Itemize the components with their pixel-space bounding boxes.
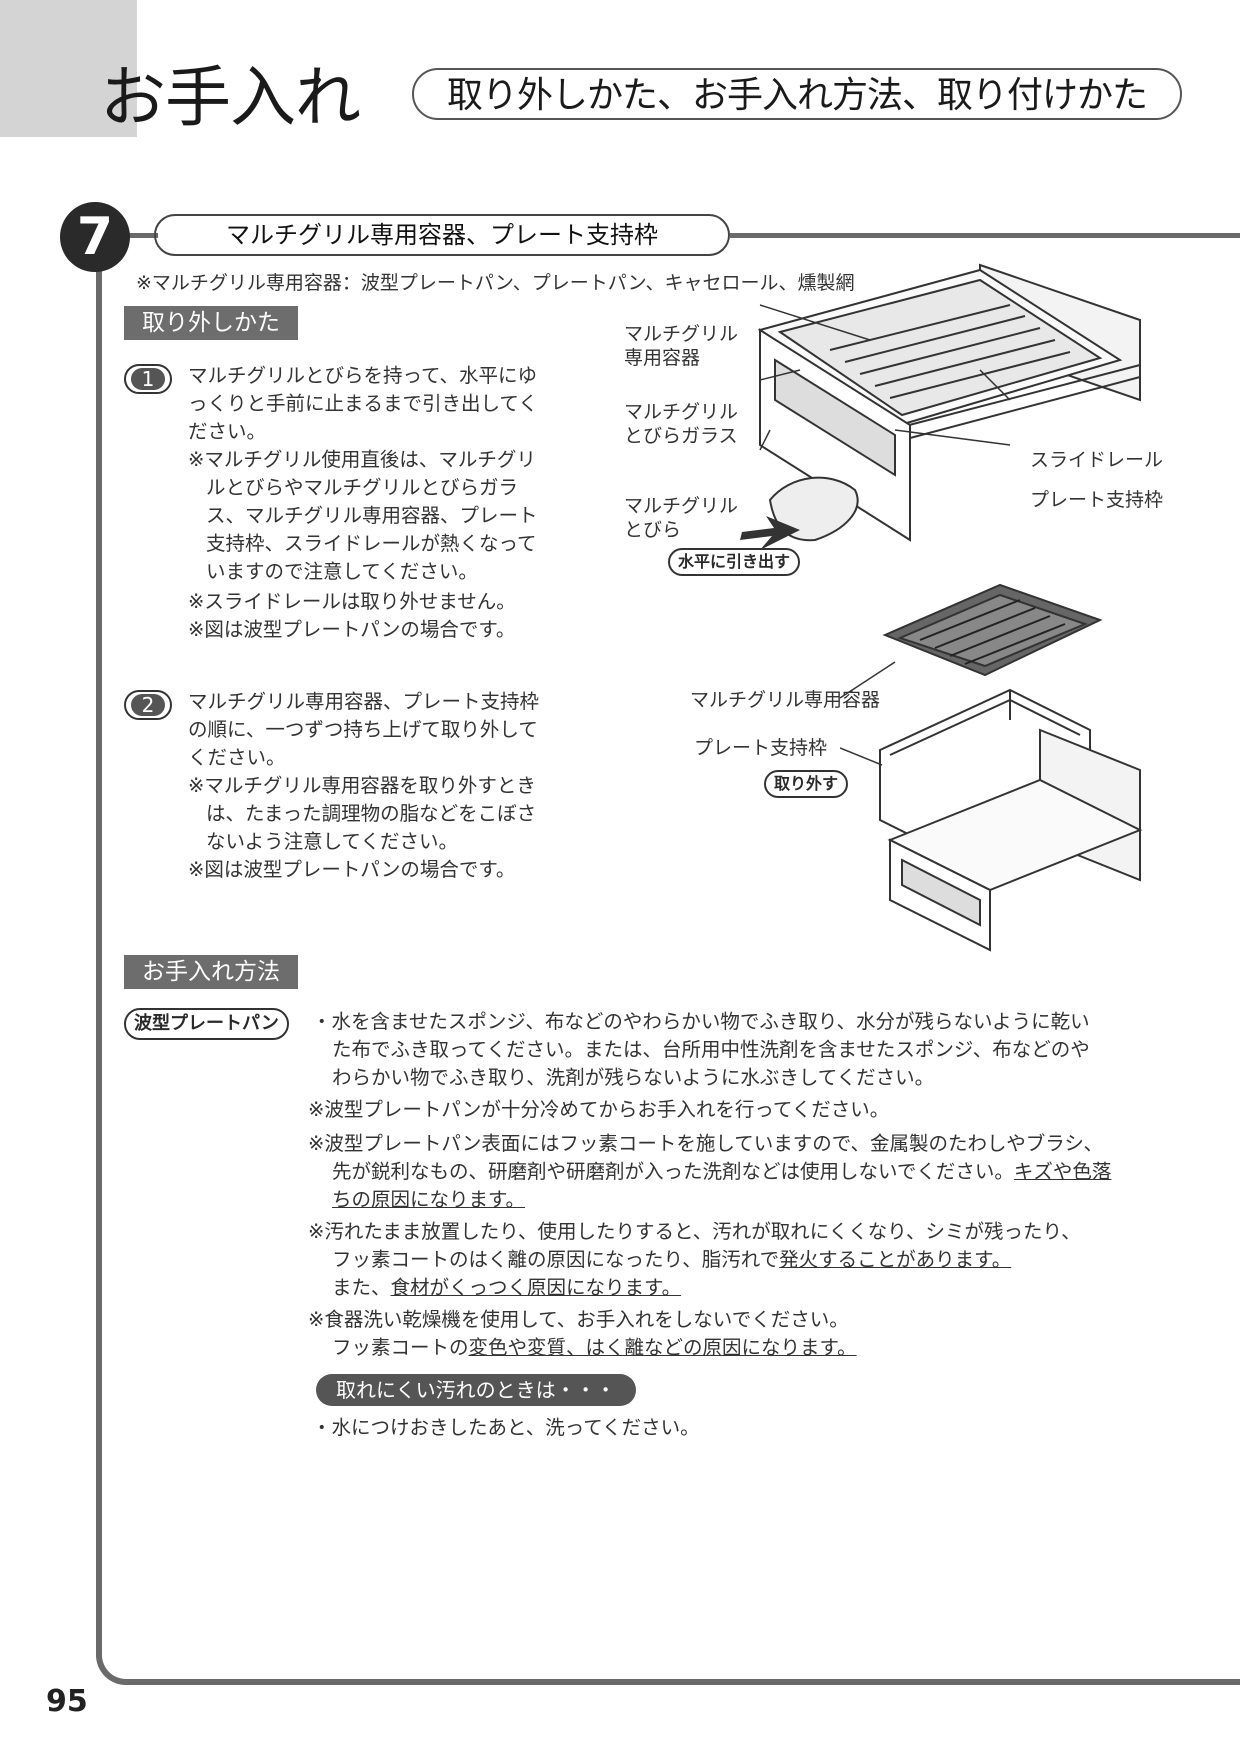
care-note-fluorine: ※波型プレートパン表面にはフッ素コートを施していますので、金属製のたわしやブラシ… <box>308 1132 1112 1211</box>
callout-slide-rail: スライドレール <box>1030 449 1164 471</box>
step-2-note-figure: ※図は波型プレートパンの場合です。 <box>188 858 516 881</box>
step-2-note-grease: ※マルチグリル専用容器を取り外すとき は、たまった調理物の脂などをこぼさ ないよ… <box>188 774 537 853</box>
action-pull-horizontal: 水平に引き出す <box>668 548 801 576</box>
hard-stain-label: 取れにくい汚れのときは・・・ <box>316 1374 636 1406</box>
step-1-badge: 1 <box>124 364 172 394</box>
callout-plate-frame-1: プレート支持枠 <box>1030 489 1164 511</box>
header-corner-block <box>0 0 137 137</box>
care-tag-wave-plate: 波型プレートパン <box>124 1008 289 1040</box>
step-2-badge: 2 <box>124 690 172 720</box>
figure-remove-parts <box>840 583 1143 952</box>
figure-drawer-pull <box>740 263 1141 550</box>
callout-door-glass: マルチグリル とびらガラス <box>624 401 739 447</box>
step-1-note-figure: ※図は波型プレートパンの場合です。 <box>188 618 516 641</box>
pull-arrow-icon <box>740 516 800 550</box>
step-1-note-rail: ※スライドレールは取り外せません。 <box>188 590 516 613</box>
section-note: ※マルチグリル専用容器：波型プレートパン、プレートパン、キャセロール、燻製網 <box>136 272 855 294</box>
page-subtitle: 取り外しかた、お手入れ方法、取り付けかた <box>412 68 1182 120</box>
action-remove: 取り外す <box>764 770 849 798</box>
callout-container-2: マルチグリル専用容器 <box>690 689 881 711</box>
section-connector <box>128 233 158 238</box>
section-frame <box>96 237 1240 1685</box>
care-note-dirty: ※汚れたまま放置したり、使用したりすると、汚れが取れにくくなり、シミが残ったり、… <box>308 1220 1081 1299</box>
care-note-cool: ※波型プレートパンが十分冷めてからお手入れを行ってください。 <box>308 1098 890 1121</box>
callout-container-1: マルチグリル 専用容器 <box>624 323 739 369</box>
care-label: お手入れ方法 <box>124 955 298 989</box>
care-note-dishwasher: ※食器洗い乾燥機を使用して、お手入れをしないでください。 フッ素コートの変色や変… <box>308 1308 857 1359</box>
step-1-note-hot: ※マルチグリル使用直後は、マルチグリ ルとびらやマルチグリルとびらガラ ス、マル… <box>188 448 538 583</box>
callout-door: マルチグリル とびら <box>624 495 739 541</box>
section-top-rule <box>730 233 1240 238</box>
step-2-text: マルチグリル専用容器、プレート支持枠 の順に、一つずつ持ち上げて取り外して くだ… <box>188 690 540 769</box>
hard-stain-text: ・水につけおきしたあと、洗ってください。 <box>312 1416 700 1439</box>
callout-plate-frame-2: プレート支持枠 <box>694 737 828 759</box>
step-1-text: マルチグリルとびらを持って、水平にゆ っくりと手前に止まるまで引き出してく ださ… <box>188 364 538 443</box>
removal-label: 取り外しかた <box>124 306 298 340</box>
care-bullet: ・水を含ませたスポンジ、布などのやわらかい物でふき取り、水分が残らないように乾い… <box>312 1010 1090 1089</box>
section-number-badge: 7 <box>60 202 130 272</box>
page-title: お手入れ <box>100 59 361 136</box>
page-number: 95 <box>46 1684 88 1719</box>
section-title: マルチグリル専用容器、プレート支持枠 <box>154 214 730 256</box>
